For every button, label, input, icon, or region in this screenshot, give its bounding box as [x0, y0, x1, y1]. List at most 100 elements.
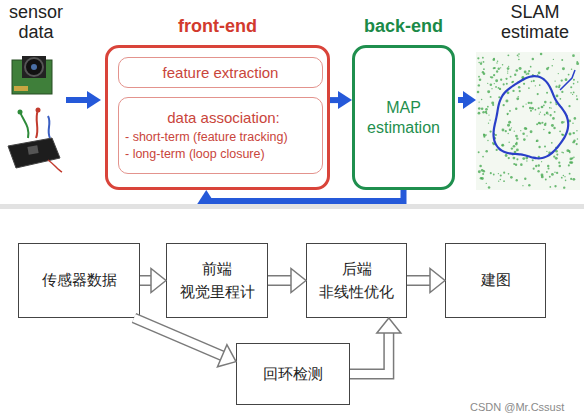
map-point — [562, 134, 564, 136]
map-point — [531, 107, 534, 110]
map-point — [489, 130, 491, 132]
map-point — [541, 106, 544, 109]
list-item: - long-term (loop closure) — [125, 146, 265, 163]
map-point — [518, 96, 519, 97]
map-point — [481, 107, 484, 110]
map-point — [558, 165, 561, 168]
map-point — [522, 105, 524, 107]
map-point — [546, 171, 548, 173]
map-point — [492, 58, 495, 61]
box-label: 视觉里程计 — [180, 281, 255, 304]
map-point — [551, 142, 553, 144]
map-point — [520, 130, 521, 131]
map-point — [487, 106, 489, 108]
map-point — [488, 186, 491, 189]
flow-arrow — [66, 91, 101, 109]
map-point — [546, 67, 549, 70]
process-box: 传感器数据 — [18, 243, 140, 318]
map-point — [573, 156, 575, 158]
map-point — [541, 174, 544, 177]
map-point — [507, 67, 510, 70]
map-point — [477, 91, 480, 94]
map-point — [549, 132, 551, 134]
map-point — [500, 174, 502, 176]
map-point — [546, 111, 548, 113]
map-point — [515, 164, 517, 166]
map-point — [496, 62, 497, 63]
arrow-outline — [268, 275, 291, 286]
map-point — [505, 78, 507, 80]
map-point — [538, 107, 540, 109]
process-box: 后端非线性优化 — [306, 243, 407, 318]
map-point — [549, 186, 551, 188]
map-point — [497, 61, 498, 62]
map-point — [553, 59, 554, 60]
map-point — [572, 94, 573, 95]
map-point — [482, 173, 484, 175]
map-point — [522, 133, 525, 136]
map-point — [483, 73, 486, 76]
map-point — [553, 127, 555, 129]
map-point — [538, 146, 540, 148]
map-point — [522, 157, 525, 160]
map-point — [544, 114, 546, 116]
map-point — [485, 111, 488, 114]
map-point — [483, 61, 485, 63]
map-point — [489, 119, 490, 120]
map-point — [516, 97, 519, 100]
map-point — [532, 159, 534, 161]
map-point — [507, 133, 508, 134]
arrow-head — [338, 91, 352, 109]
map-point — [540, 53, 543, 56]
map-point — [535, 109, 537, 111]
flow-arrow-head — [463, 91, 476, 109]
map-point — [576, 130, 577, 131]
map-point — [565, 180, 567, 182]
map-point — [507, 124, 510, 127]
map-point — [515, 69, 518, 72]
map-point — [524, 127, 527, 130]
map-point — [482, 57, 484, 59]
map-point — [569, 158, 572, 161]
map-point — [481, 99, 482, 100]
map-point — [541, 161, 542, 162]
map-point — [491, 76, 493, 78]
map-point — [554, 171, 555, 172]
map-point — [561, 177, 563, 179]
flow-arrow-shaft — [66, 97, 88, 103]
map-point — [537, 93, 539, 95]
map-point — [570, 86, 572, 88]
map-point — [478, 84, 480, 86]
process-box: 回环检测 — [236, 343, 350, 405]
map-point — [492, 104, 494, 106]
block-arrow — [350, 318, 401, 374]
map-point — [573, 92, 575, 94]
map-point — [486, 183, 487, 184]
map-point — [526, 160, 527, 161]
map-point — [508, 141, 509, 142]
map-background — [476, 52, 580, 190]
arrow-outline — [134, 318, 222, 356]
box-label: 传感器数据 — [42, 269, 117, 292]
map-point — [535, 165, 537, 167]
map-point — [479, 78, 482, 81]
map-point — [563, 186, 565, 188]
group-heading: back-end — [315, 16, 492, 37]
map-point — [530, 110, 532, 112]
map-point — [516, 158, 518, 160]
map-point — [570, 92, 571, 93]
map-point — [524, 71, 527, 74]
map-point — [541, 122, 543, 124]
map-point — [571, 69, 572, 70]
map-point — [516, 137, 518, 139]
map-point — [540, 112, 541, 113]
front-end-box: front-endfeature extractiondata associat… — [105, 45, 330, 190]
map-point — [577, 138, 579, 140]
map-point — [503, 180, 505, 182]
map-point — [478, 76, 480, 78]
map-point — [503, 172, 505, 174]
map-point — [481, 62, 482, 63]
map-point — [533, 80, 535, 82]
flow-arrow — [197, 190, 403, 204]
map-point — [507, 91, 510, 94]
